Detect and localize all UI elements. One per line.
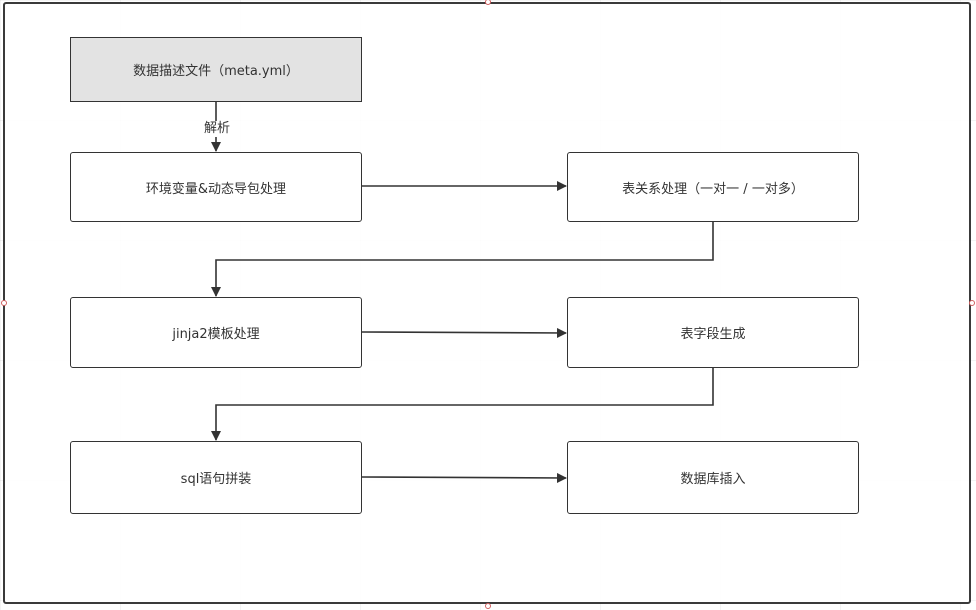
node-meta-file[interactable]: 数据描述文件（meta.yml） bbox=[70, 37, 362, 102]
node-jinja-template[interactable]: jinja2模板处理 bbox=[70, 297, 362, 368]
node-sql-assembly[interactable]: sql语句拼装 bbox=[70, 441, 362, 514]
resize-handle-right[interactable] bbox=[969, 300, 975, 306]
resize-handle-bottom[interactable] bbox=[485, 603, 491, 609]
resize-handle-top[interactable] bbox=[485, 0, 491, 5]
edge-jinja-to-field[interactable] bbox=[361, 327, 567, 338]
edge-sql-to-insert[interactable] bbox=[361, 472, 567, 483]
node-db-insert[interactable]: 数据库插入 bbox=[567, 441, 859, 514]
resize-handle-left[interactable] bbox=[1, 300, 7, 306]
edge-label-parse: 解析 bbox=[202, 121, 233, 137]
node-table-relation[interactable]: 表关系处理（一对一 / 一对多） bbox=[567, 152, 859, 222]
node-field-generation[interactable]: 表字段生成 bbox=[567, 297, 859, 368]
edge-field-to-sql[interactable] bbox=[211, 368, 714, 441]
node-env-import[interactable]: 环境变量&动态导包处理 bbox=[70, 152, 362, 222]
edge-relation-to-jinja[interactable] bbox=[211, 222, 714, 297]
